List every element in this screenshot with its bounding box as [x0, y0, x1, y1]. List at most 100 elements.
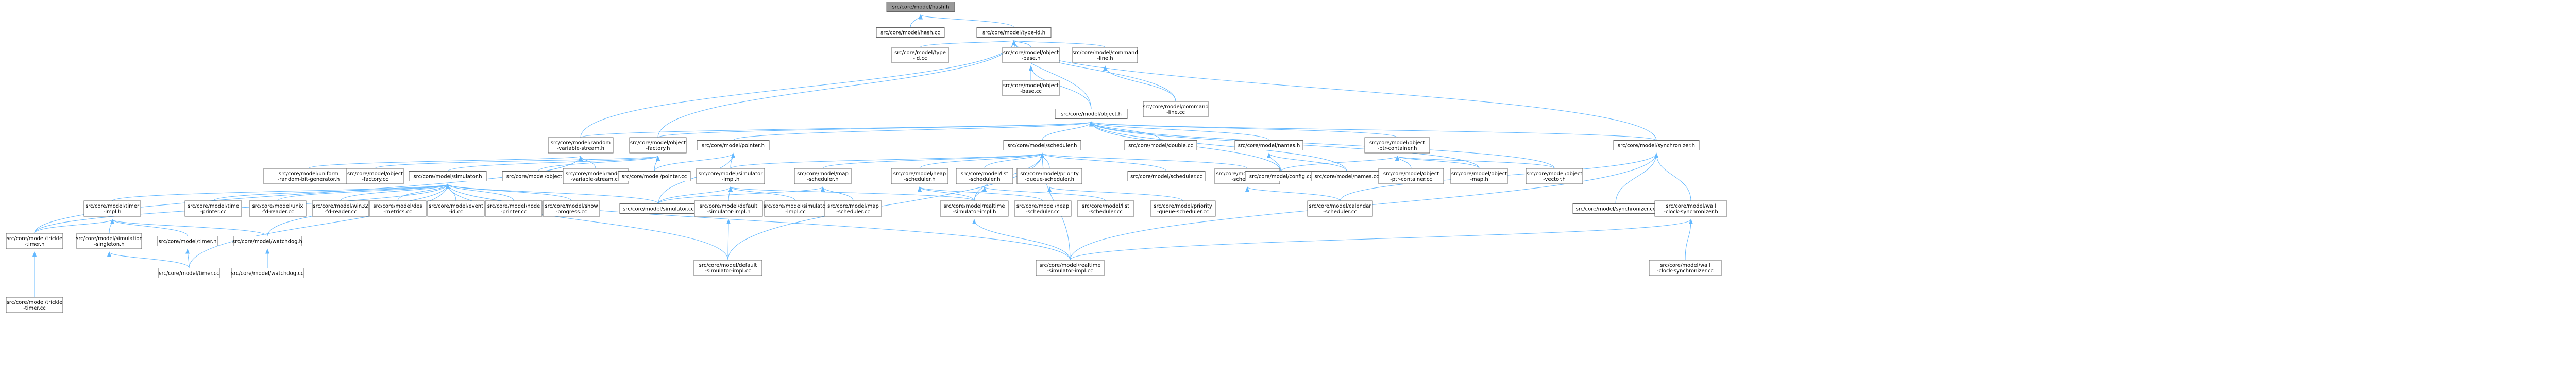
node-object-cc[interactable]: src/core/model/object.cc: [502, 171, 574, 181]
node-simimpl-cc[interactable]: src/core/model/simulator-impl.cc: [764, 200, 828, 217]
node-object-h[interactable]: src/core/model/object.h: [1055, 109, 1128, 119]
node-objbase-h[interactable]: src/core/model/object-base.h: [1002, 47, 1060, 63]
node-trickle-cc[interactable]: src/core/model/trickle-timer.cc: [6, 297, 63, 313]
edge-hash_h-typeid_h: [919, 14, 1014, 28]
node-wallsync-h[interactable]: src/core/model/wall-clock-synchronizer.h: [1654, 200, 1727, 217]
node-label: src/core/model/object: [1383, 171, 1439, 177]
node-label: src/core/model/command: [1072, 50, 1138, 56]
node-sched-cc[interactable]: src/core/model/scheduler.cc: [1127, 171, 1206, 181]
node-box: [1654, 200, 1727, 217]
node-rtsimimpl-cc[interactable]: src/core/model/realtime-simulator-impl.c…: [1036, 260, 1105, 276]
node-scheduler-h[interactable]: src/core/model/scheduler.h: [1003, 140, 1081, 150]
node-label: src/core/model/priority: [1154, 203, 1212, 209]
node-label: src/core/model/names.cc: [1314, 174, 1379, 180]
node-simulator-cc[interactable]: src/core/model/simulator.cc: [619, 203, 698, 214]
node-cmdline-cc[interactable]: src/core/model/command-line.cc: [1143, 101, 1209, 117]
node-timer-h[interactable]: src/core/model/timer.h: [157, 236, 218, 246]
node-ptrcont-h[interactable]: src/core/model/object-ptr-container.h: [1364, 137, 1430, 154]
node-defsimimpl-cc[interactable]: src/core/model/default-simulator-impl.cc: [693, 260, 762, 276]
node-box: [346, 168, 404, 184]
node-timerimpl-h[interactable]: src/core/model/timer-impl.h: [83, 200, 141, 217]
node-watchdog-h[interactable]: src/core/model/watchdog.h: [232, 236, 302, 246]
edge-heapsched_h-heapsched_cc: [918, 186, 1043, 201]
node-timeprinter-cc[interactable]: src/core/model/time-printer.cc: [184, 200, 242, 217]
node-pointer-h[interactable]: src/core/model/pointer.h: [697, 140, 770, 150]
node-sync-cc[interactable]: src/core/model/synchronizer.cc: [1572, 203, 1659, 214]
node-timer-cc[interactable]: src/core/model/timer.cc: [158, 268, 220, 278]
node-heapsched-cc[interactable]: src/core/model/heap-scheduler.cc: [1014, 200, 1072, 217]
node-uniform-cc[interactable]: src/core/model/uniform-random-bit-genera…: [263, 168, 354, 184]
node-defsimimpl-h[interactable]: src/core/model/default-simulator-impl.h: [694, 200, 763, 217]
node-pointer-cc[interactable]: src/core/model/pointer.cc: [618, 171, 691, 181]
node-cmdline-h[interactable]: src/core/model/command-line.h: [1072, 47, 1138, 63]
node-rtsimimpl-h[interactable]: src/core/model/realtime-simulator-impl.h: [940, 200, 1009, 217]
node-typeid-cc[interactable]: src/core/model/type-id.cc: [891, 47, 949, 63]
node-names-h[interactable]: src/core/model/names.h: [1234, 140, 1303, 150]
node-mapsched-h[interactable]: src/core/model/map-scheduler.h: [794, 168, 852, 184]
node-box: [1055, 109, 1128, 119]
node-label: src/core/model/realtime: [943, 203, 1005, 209]
node-objfactory-h[interactable]: src/core/model/object-factory.h: [629, 137, 687, 154]
node-label: -timer.cc: [23, 305, 46, 311]
node-label: src/core/model/wall: [1666, 203, 1716, 209]
node-layer: src/core/model/hash.hsrc/core/model/hash…: [6, 2, 1727, 313]
node-box: [1016, 168, 1082, 184]
node-objfactory-cc[interactable]: src/core/model/object-factory.cc: [346, 168, 404, 184]
node-box: [1450, 168, 1508, 184]
node-objbase-cc[interactable]: src/core/model/object-base.cc: [1002, 80, 1060, 96]
node-simsingleton-h[interactable]: src/core/model/simulation-singleton.h: [76, 233, 143, 249]
node-ptrcont-cc[interactable]: src/core/model/object-ptr-container.cc: [1378, 168, 1444, 184]
node-label: -base.cc: [1020, 89, 1042, 94]
edge-wallsync_h-wallsync_cc: [1685, 219, 1693, 261]
node-wallsync-cc[interactable]: src/core/model/wall-clock-synchronizer.c…: [1649, 260, 1722, 276]
node-objmap-h[interactable]: src/core/model/object-map.h: [1450, 168, 1508, 184]
node-box: [6, 297, 63, 313]
node-box: [485, 200, 543, 217]
node-showprog-cc[interactable]: src/core/model/show-progress.cc: [543, 200, 600, 217]
node-listsched-cc[interactable]: src/core/model/list-scheduler.cc: [1077, 200, 1134, 217]
node-box: [764, 200, 827, 217]
node-box: [694, 200, 763, 217]
node-box: [1014, 200, 1072, 217]
node-heapsched-h[interactable]: src/core/model/heap-scheduler.h: [891, 168, 948, 184]
node-double-cc[interactable]: src/core/model/double.cc: [1124, 140, 1197, 150]
node-label: src/core/model/object: [1451, 171, 1507, 177]
node-label: -scheduler.cc: [1026, 209, 1060, 215]
node-names-cc[interactable]: src/core/model/names.cc: [1311, 171, 1383, 181]
node-prioq-h[interactable]: src/core/model/priority-queue-scheduler.…: [1016, 168, 1082, 184]
node-unix-cc[interactable]: src/core/model/unix-fd-reader.cc: [249, 200, 307, 217]
node-eventid-cc[interactable]: src/core/model/event-id.cc: [427, 200, 485, 217]
node-calsched-cc[interactable]: src/core/model/calendar-scheduler.cc: [1307, 200, 1373, 217]
node-label: src/core/model/unix: [252, 203, 303, 209]
edge-scheduler_h-mapsched_h: [822, 152, 1044, 169]
node-des-cc[interactable]: src/core/model/des-metrics.cc: [369, 200, 427, 217]
node-label: src/core/model/simulator.cc: [623, 207, 694, 212]
node-label: -scheduler.h: [904, 177, 935, 182]
node-box: [312, 200, 369, 217]
node-trickle-h[interactable]: src/core/model/trickle-timer.h: [6, 233, 63, 249]
edge-listsched_h-listsched_cc: [982, 186, 1106, 201]
node-hash-cc[interactable]: src/core/model/hash.cc: [876, 27, 945, 38]
node-sync-h[interactable]: src/core/model/synchronizer.h: [1613, 140, 1700, 150]
node-win32-cc[interactable]: src/core/model/win32-fd-reader.cc: [312, 200, 369, 217]
node-objvec-h[interactable]: src/core/model/object-vector.h: [1526, 168, 1583, 184]
node-simimpl-h[interactable]: src/core/model/simulator-impl.h: [696, 168, 765, 184]
node-randvar-h[interactable]: src/core/model/random-variable-stream.h: [548, 137, 614, 154]
node-simulator-h[interactable]: src/core/model/simulator.h: [409, 171, 487, 181]
node-box: [629, 137, 687, 154]
node-typeid-h[interactable]: src/core/model/type-id.h: [976, 27, 1052, 38]
edge-sync_h-wallsync_h: [1654, 152, 1691, 201]
node-listsched-h[interactable]: src/core/model/list-scheduler.h: [956, 168, 1013, 184]
node-box: [6, 233, 63, 249]
node-box: [1036, 260, 1105, 276]
node-nodeprinter-cc[interactable]: src/core/model/node-printer.cc: [485, 200, 543, 217]
node-randvar-cc[interactable]: src/core/model/random-variable-stream.cc: [563, 168, 629, 184]
node-config-cc[interactable]: src/core/model/config.cc: [1245, 171, 1317, 181]
edge-timerimpl_h-trickle_h: [34, 219, 114, 234]
edge-wallsync_h-rtsimimpl_cc: [1070, 219, 1693, 261]
node-mapsched-cc[interactable]: src/core/model/map-scheduler.cc: [824, 200, 882, 217]
edge-names_h-names_cc: [1267, 152, 1347, 172]
node-prioq-cc[interactable]: src/core/model/priority-queue-scheduler.…: [1150, 200, 1216, 217]
node-watchdog-cc[interactable]: src/core/model/watchdog.cc: [231, 268, 304, 278]
node-label: src/core/model/type: [894, 50, 946, 56]
